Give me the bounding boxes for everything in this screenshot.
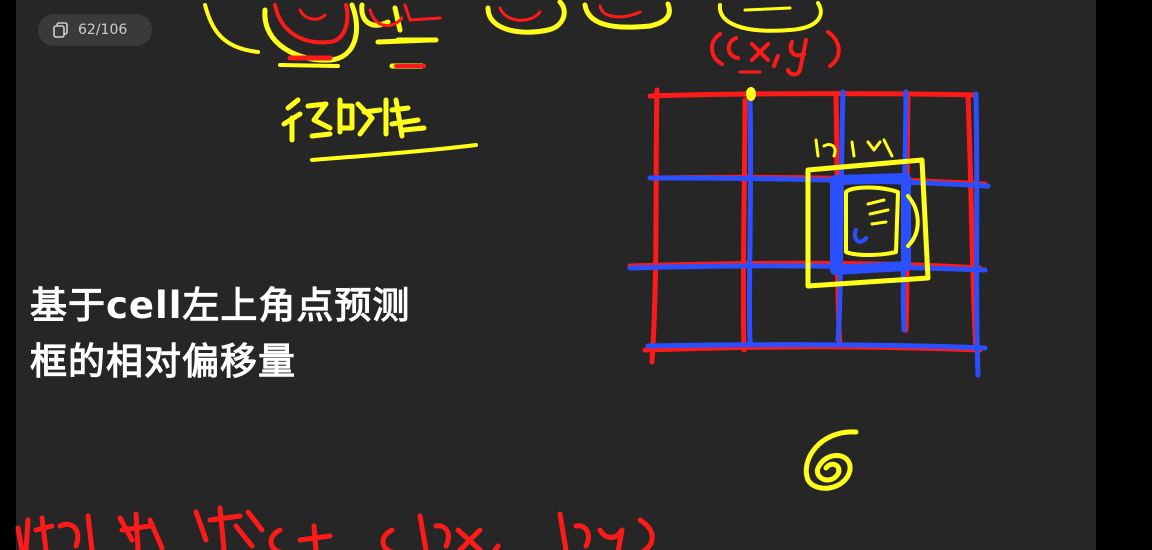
top-formula-scribble <box>203 0 823 69</box>
anchor-point <box>746 87 756 101</box>
target-cell <box>805 138 931 289</box>
bottom-red-scribble <box>15 505 655 550</box>
right-letterbox <box>1096 0 1152 550</box>
left-chinese-scribble <box>281 37 478 162</box>
left-letterbox <box>0 0 16 550</box>
page-counter: 62/106 <box>78 22 128 38</box>
slide-subtitle: 基于cell左上角点预测 框的相对偏移量 <box>30 278 410 390</box>
subtitle-line-1: 基于cell左上角点预测 <box>30 284 411 327</box>
pages-icon <box>53 22 68 38</box>
page-counter-pill[interactable]: 62/106 <box>38 14 152 46</box>
cx-cy-label-scribble <box>710 30 841 77</box>
subtitle-line-2: 框的相对偏移量 <box>30 340 296 383</box>
six-scribble <box>803 429 859 491</box>
